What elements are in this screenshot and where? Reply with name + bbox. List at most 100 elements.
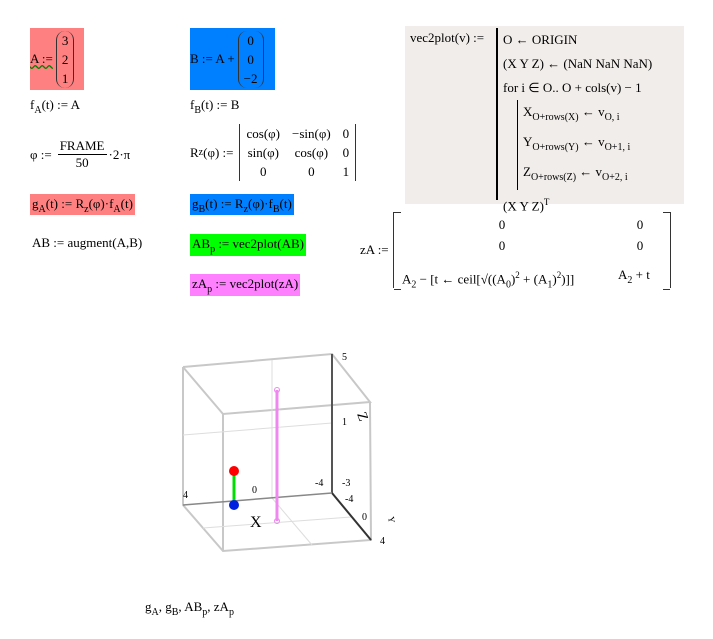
- t: 2: [627, 275, 633, 286]
- t: O+rows(Y): [532, 142, 579, 153]
- cell: 0: [342, 145, 350, 160]
- x-tick: 4: [183, 490, 188, 501]
- gB-point: [229, 500, 239, 510]
- program-line: ZO+rows(Z) ← vO+2, i: [523, 160, 652, 190]
- cell: −sin(φ): [291, 126, 331, 141]
- vec2plot-program[interactable]: vec2plot(v) := O ← ORIGIN (X Y Z) ← (NaN…: [405, 26, 684, 213]
- y-axis-label: Y: [386, 516, 397, 525]
- def-gA[interactable]: gA(t) := Rz(φ)·fA(t): [30, 194, 135, 215]
- def-zAp[interactable]: zAp := vec2plot(zA): [190, 274, 301, 296]
- t: A: [151, 607, 159, 618]
- t: p: [210, 244, 216, 255]
- t: (X Y Z): [503, 198, 544, 214]
- cell: −2: [243, 70, 258, 86]
- cell: 1: [61, 70, 69, 86]
- x-tick: -4: [315, 478, 323, 489]
- t: 2: [411, 279, 417, 291]
- t: X: [523, 104, 533, 119]
- def-fB[interactable]: fB(t) := B: [190, 97, 239, 116]
- y-tick: 4: [380, 536, 385, 547]
- t: (φ)·f: [88, 196, 114, 211]
- t: O+2, i: [602, 172, 628, 183]
- fB-sub: B: [194, 105, 202, 116]
- program-lhs: vec2plot(v) :=: [410, 30, 485, 45]
- t: p: [207, 284, 213, 295]
- gA-point: [229, 466, 239, 476]
- t: T: [543, 197, 550, 207]
- plot-legend[interactable]: gA, gB, ABp, zAp: [145, 599, 234, 618]
- fA-sub: A: [34, 105, 42, 116]
- z-tick: -3: [342, 478, 350, 489]
- t: − [t ← ceil[√((A: [416, 271, 506, 287]
- program-line: YO+rows(Y) ← vO+1, i: [523, 130, 652, 160]
- cell: 0: [636, 217, 644, 232]
- program-line: O ← ORIGIN: [503, 32, 578, 47]
- plot-grid: [182, 360, 352, 546]
- Rz-sub: z: [198, 147, 204, 158]
- t: (t): [279, 196, 292, 211]
- t: B: [272, 204, 280, 215]
- cell: 0: [636, 238, 644, 253]
- t: ← v: [578, 134, 605, 149]
- t: p: [202, 607, 208, 618]
- t: := vec2plot(zA): [212, 276, 299, 291]
- x-axis: [182, 492, 333, 506]
- cell: cos(φ): [294, 145, 329, 160]
- cell: A2 + t: [618, 265, 662, 295]
- def-fA[interactable]: fA(t) := A: [30, 97, 80, 116]
- phi-lhs: φ :=: [30, 146, 52, 162]
- t: AB: [184, 599, 203, 614]
- y-tick: 0: [362, 512, 367, 523]
- cell: 0: [247, 32, 254, 48]
- t: g: [145, 599, 152, 614]
- fB-rhs: (t) := B: [201, 97, 240, 112]
- def-ABp[interactable]: ABp := vec2plot(AB): [190, 234, 306, 256]
- z-axis-label: Z: [353, 410, 370, 423]
- zAp-point: [274, 387, 280, 393]
- t: )]]: [561, 271, 575, 287]
- t: g: [32, 196, 39, 211]
- t: z: [84, 204, 89, 215]
- t: ← v: [578, 104, 605, 119]
- t: AB: [192, 236, 211, 251]
- t: B: [198, 204, 206, 215]
- def-AB[interactable]: AB := augment(A,B): [32, 235, 143, 250]
- fB-name: f: [190, 97, 195, 112]
- B-vector: 0 0 −2: [237, 30, 264, 88]
- phi-tail: ·2·π: [108, 146, 131, 162]
- t: g: [165, 599, 172, 614]
- t: A: [38, 204, 46, 215]
- program-line: XO+rows(X) ← vO, i: [523, 100, 652, 130]
- A-lhs: A :=: [30, 51, 53, 66]
- t: (t) := R: [45, 196, 85, 211]
- y-axis: [331, 492, 372, 541]
- phi-den: 50: [75, 155, 89, 170]
- t: ← v: [576, 164, 603, 179]
- cell: 0: [308, 164, 315, 179]
- t: p: [228, 607, 234, 618]
- cell: 0: [342, 126, 350, 141]
- t: (φ)·f: [248, 196, 273, 211]
- cell: A2 − [t ← ceil[√((A0)2 + (A1)2)]]: [402, 265, 602, 295]
- cell: sin(φ): [247, 145, 279, 160]
- t: z: [243, 204, 249, 215]
- program-line: (X Y Z)T: [503, 190, 652, 218]
- zAp-point: [274, 518, 280, 524]
- t: g: [192, 196, 199, 211]
- t: O+1, i: [604, 142, 631, 153]
- program-line: for i ∈ O.. O + cols(v) − 1: [503, 80, 642, 95]
- cell: 0: [247, 51, 254, 67]
- t: (t): [120, 196, 133, 211]
- t: A: [402, 271, 412, 287]
- def-gB[interactable]: gB(t) := Rz(φ)·fB(t): [190, 194, 294, 215]
- t: O+rows(Z): [530, 172, 577, 183]
